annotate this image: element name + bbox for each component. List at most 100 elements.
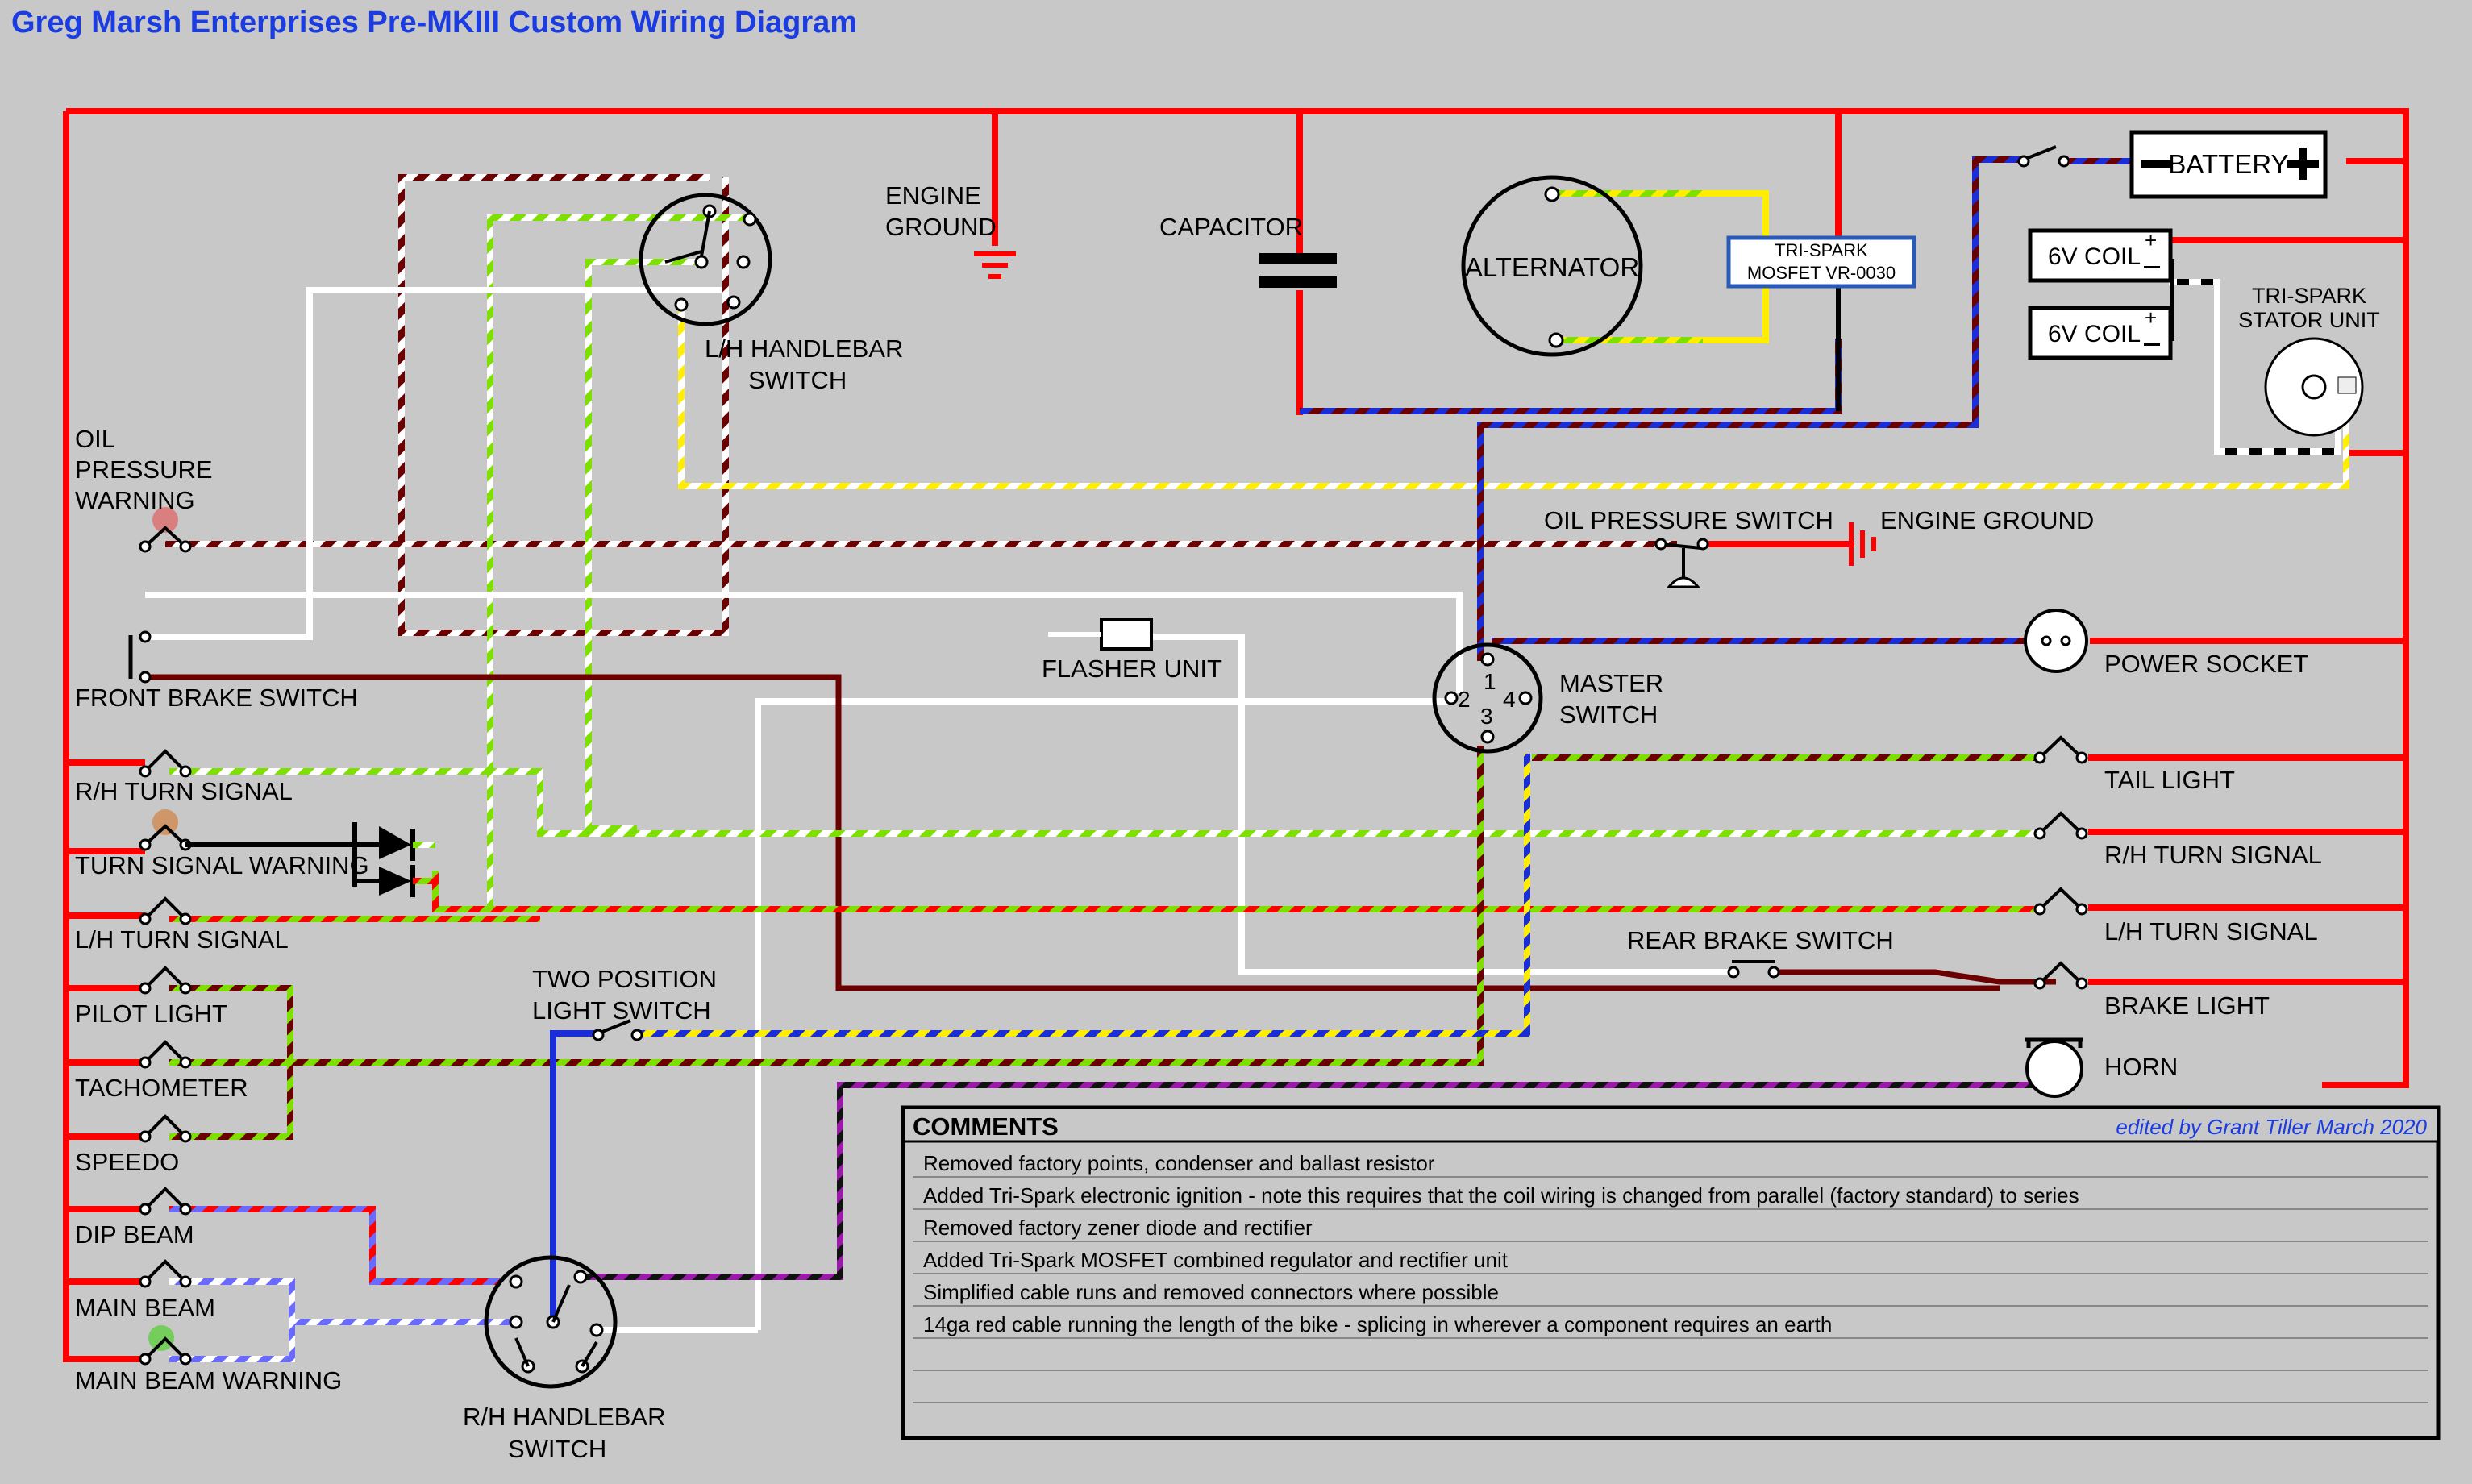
- lh-turn-signal-left-label: L/H TURN SIGNAL: [75, 925, 289, 954]
- speedo-lamp: [139, 1114, 192, 1143]
- stator-label-line1: TRI-SPARK: [2252, 284, 2366, 308]
- turn-signal-warning-lamp: [139, 809, 355, 851]
- rh-handlebar-switch: [484, 1255, 618, 1389]
- diode-pair-icon: [352, 822, 435, 897]
- engine-ground-label-line2: GROUND: [885, 213, 997, 241]
- battery-minus-icon: [2141, 160, 2172, 168]
- stator-unit-hub: [2301, 374, 2327, 400]
- comment-line: Simplified cable runs and removed connec…: [923, 1280, 1499, 1304]
- tachometer-lamp: [139, 1040, 192, 1069]
- lh-switch-label-line2: SWITCH: [748, 366, 847, 394]
- alternator-terminal-bottom: [1548, 332, 1564, 348]
- pilot-light-label: PILOT LIGHT: [75, 1000, 227, 1028]
- two-position-switch-label-line2: LIGHT SWITCH: [532, 996, 711, 1025]
- two-position-light-switch: [592, 1019, 643, 1041]
- horn-icon: [2025, 1037, 2083, 1098]
- rh-turn-signal-right-label: R/H TURN SIGNAL: [2104, 841, 2322, 869]
- rh-turn-signal-right-lamp: [2033, 811, 2088, 840]
- power-socket-label: POWER SOCKET: [2104, 650, 2308, 678]
- comment-line: 14ga red cable running the length of the…: [923, 1312, 1832, 1336]
- rh-switch-label-line2: SWITCH: [508, 1435, 606, 1463]
- engine-ground-2-symbol: [1849, 522, 1876, 566]
- stator-unit-connector: [2337, 376, 2357, 394]
- stator-label-line2: STATOR UNIT: [2238, 308, 2380, 332]
- front-brake-switch-label: FRONT BRAKE SWITCH: [75, 684, 358, 712]
- master-pin-1: 1: [1484, 669, 1496, 694]
- dip-beam-label: DIP BEAM: [75, 1220, 194, 1249]
- coil-1-box: [2028, 228, 2173, 283]
- trispark-mosfet-label-line1: TRI-SPARK: [1775, 240, 1868, 260]
- capacitor-symbol: [1259, 253, 1337, 288]
- lh-turn-signal-right-label: L/H TURN SIGNAL: [2104, 917, 2318, 946]
- oil-warning-label-line2: PRESSURE: [75, 455, 213, 484]
- comment-line: Removed factory points, condenser and ba…: [923, 1151, 1435, 1175]
- two-position-switch-label-line1: TWO POSITION: [532, 965, 717, 993]
- main-beam-lamp: [139, 1259, 192, 1288]
- coil-1-minus-icon: [2144, 266, 2160, 268]
- coil-1-plus-icon: +: [2145, 228, 2157, 252]
- tachometer-label: TACHOMETER: [75, 1074, 248, 1102]
- lh-handlebar-switch: [639, 193, 772, 326]
- dip-beam-lamp: [139, 1187, 192, 1216]
- trispark-mosfet-label-line2: MOSFET VR-0030: [1747, 263, 1896, 283]
- master-switch-label-line1: MASTER: [1559, 669, 1663, 697]
- oil-warning-label-line1: OIL: [75, 425, 115, 453]
- comments-header: COMMENTS: [913, 1112, 1059, 1141]
- coil-2-label: 6V COIL: [2048, 321, 2141, 347]
- engine-ground-symbol: [974, 251, 1016, 279]
- master-pin-4: 4: [1503, 687, 1516, 712]
- speedo-label: SPEEDO: [75, 1148, 179, 1176]
- brake-light-label: BRAKE LIGHT: [2104, 991, 2270, 1020]
- coil-2-plus-icon: +: [2145, 306, 2157, 330]
- alternator-terminal-top: [1544, 186, 1560, 202]
- coil-2-minus-icon: [2144, 343, 2160, 346]
- trispark-mosfet-box: [1726, 235, 1916, 289]
- master-switch-label-line2: SWITCH: [1559, 700, 1658, 729]
- red-main-frame: [63, 108, 2409, 1362]
- oil-pressure-switch: [1654, 538, 1709, 588]
- main-beam-label: MAIN BEAM: [75, 1294, 215, 1322]
- alternator-label: ALTERNATOR: [1465, 252, 1639, 282]
- lh-turn-signal-left-lamp: [139, 896, 192, 925]
- comment-line: Added Tri-Spark electronic ignition - no…: [923, 1183, 2079, 1208]
- battery-plus-icon: [2287, 148, 2319, 180]
- comments-panel: [901, 1105, 2441, 1440]
- engine-ground-2-label: ENGINE GROUND: [1880, 506, 2094, 534]
- flasher-unit-label: FLASHER UNIT: [1042, 655, 1222, 683]
- master-pin-2: 2: [1458, 687, 1471, 712]
- comment-line: Added Tri-Spark MOSFET combined regulato…: [923, 1248, 1509, 1272]
- diagram-title: Greg Marsh Enterprises Pre-MKIII Custom …: [11, 6, 857, 39]
- oil-pressure-switch-label: OIL PRESSURE SWITCH: [1544, 506, 1833, 534]
- comment-line: Removed factory zener diode and rectifie…: [923, 1216, 1313, 1240]
- engine-ground-label-line1: ENGINE: [885, 181, 981, 210]
- brake-light-lamp: [2033, 961, 2088, 990]
- flasher-unit-box: [1100, 618, 1153, 651]
- lh-switch-label-line1: L/H HANDLEBAR: [705, 335, 903, 363]
- front-brake-switch: [128, 630, 152, 684]
- horn-label: HORN: [2104, 1053, 2178, 1081]
- lh-turn-signal-right-lamp: [2033, 887, 2088, 916]
- oil-warning-label-line3: WARNING: [75, 486, 195, 514]
- tail-light-label: TAIL LIGHT: [2104, 766, 2235, 794]
- oil-warning-lamp: [139, 507, 192, 553]
- turn-signal-warning-label: TURN SIGNAL WARNING: [75, 851, 369, 879]
- comments-credit: edited by Grant Tiller March 2020: [2116, 1115, 2427, 1139]
- rh-turn-signal-left-label: R/H TURN SIGNAL: [75, 777, 293, 805]
- wires: [145, 156, 2349, 1362]
- tail-light-lamp: [2033, 735, 2088, 764]
- power-socket-icon: [2024, 609, 2088, 673]
- rh-switch-label-line1: R/H HANDLEBAR: [463, 1403, 666, 1431]
- rear-brake-switch: [1727, 960, 1780, 979]
- battery-isolator-switch: [2017, 145, 2130, 168]
- main-beam-warning-label: MAIN BEAM WARNING: [75, 1366, 342, 1395]
- capacitor-label: CAPACITOR: [1159, 213, 1303, 241]
- main-beam-warning-lamp: [139, 1325, 192, 1366]
- pilot-light-lamp: [139, 966, 192, 995]
- coil-2-box: [2028, 306, 2173, 360]
- master-switch: [1432, 642, 1543, 754]
- battery-label: BATTERY: [2168, 149, 2288, 179]
- master-pin-3: 3: [1480, 704, 1493, 729]
- rh-turn-signal-left-lamp: [139, 749, 192, 778]
- rear-brake-switch-label: REAR BRAKE SWITCH: [1627, 926, 1894, 954]
